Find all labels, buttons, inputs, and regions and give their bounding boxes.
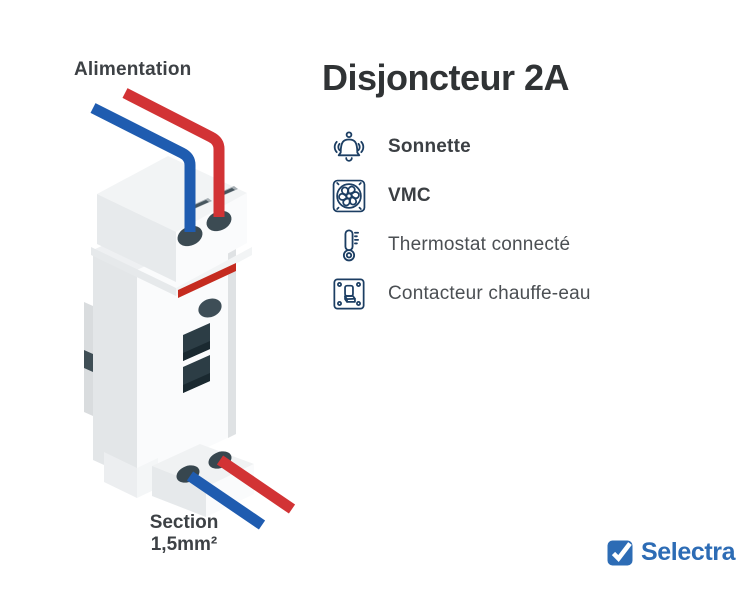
info-panel: Disjoncteur 2A Sonnette <box>322 54 722 310</box>
list-item-vmc: VMC <box>330 171 710 220</box>
feature-list: Sonnette <box>330 122 710 318</box>
selectra-wordmark: Selectra <box>641 538 736 566</box>
list-item-thermostat: Thermostat connecté <box>330 220 710 269</box>
breaker-head <box>91 156 252 296</box>
section-label: Section 1,5mm² <box>128 512 240 556</box>
selectra-logo: Selectra <box>607 538 735 567</box>
section-label-line1: Section <box>149 512 219 533</box>
page-title: Disjoncteur 2A <box>322 57 570 98</box>
section-label-line2: 1,5mm² <box>150 534 218 555</box>
breaker-illustration: Alimentation Section 1,5mm² <box>40 50 300 570</box>
fan-icon <box>330 175 368 217</box>
din-clip <box>84 350 93 372</box>
wall-switch-icon <box>330 273 368 315</box>
alimentation-label: Alimentation <box>74 59 192 80</box>
supply-wires <box>90 88 225 232</box>
bell-icon <box>330 126 368 168</box>
list-item-label: Thermostat connecté <box>388 233 571 255</box>
list-item-label: Contacteur chauffe-eau <box>388 282 591 304</box>
list-item-label: Sonnette <box>388 135 471 157</box>
breaker-front-details <box>178 263 236 318</box>
list-item-label: VMC <box>388 184 431 206</box>
thermometer-icon <box>330 224 368 266</box>
selectra-check-icon <box>607 540 633 566</box>
breaker-switch <box>183 323 210 393</box>
breaker-svg <box>84 88 296 530</box>
list-item-sonnette: Sonnette <box>330 122 710 171</box>
list-item-contacteur: Contacteur chauffe-eau <box>330 269 710 318</box>
output-wires <box>186 455 296 530</box>
